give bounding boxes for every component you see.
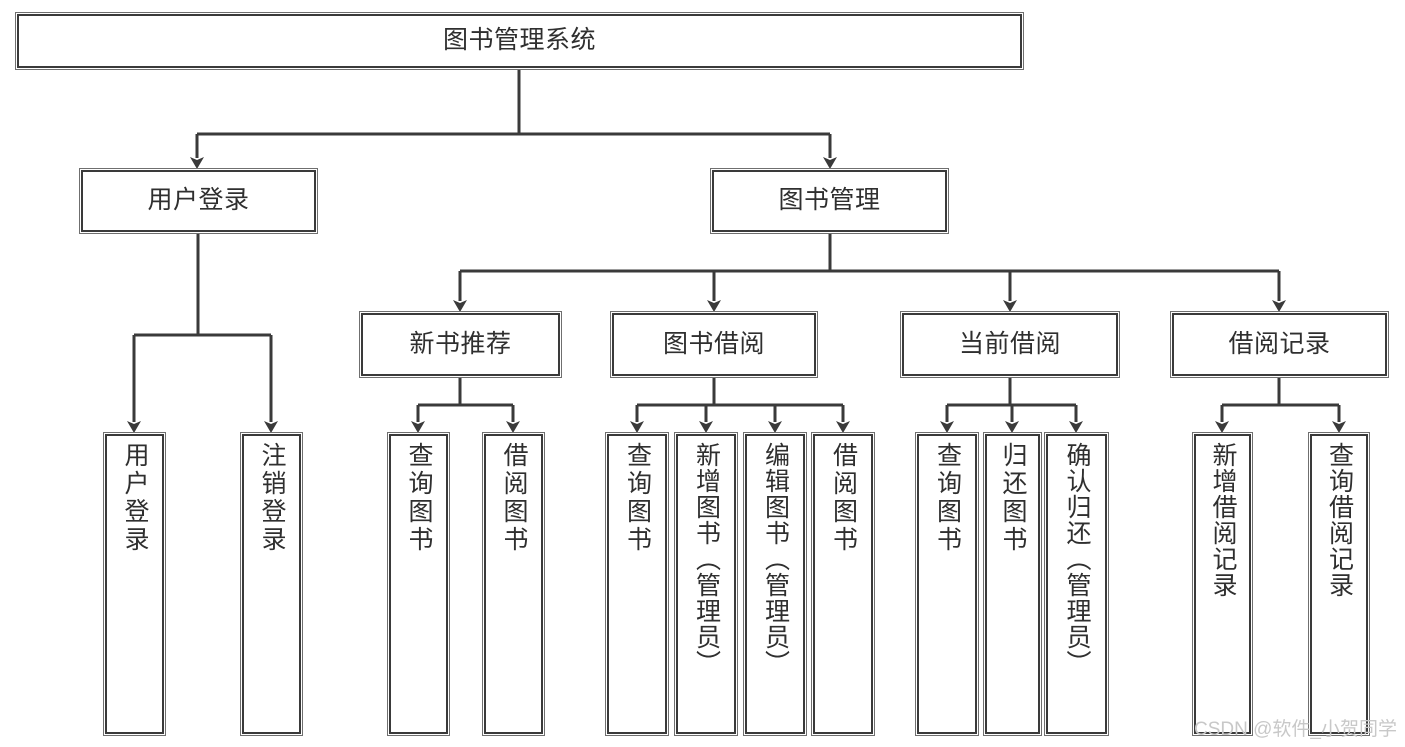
node-label: 查询借阅记录 [1325,442,1354,598]
node-label: 新增借阅记录 [1209,442,1237,598]
node-label: 图书借阅 [662,329,765,358]
node-borrowing-record[interactable]: 借阅记录 [1172,313,1387,376]
node-label: 新书推荐 [409,329,512,358]
node-new-book-recommendation[interactable]: 新书推荐 [361,313,560,376]
node-label: 归还图书 [999,442,1027,554]
leaf-query-books-current[interactable]: 查询图书 [917,434,977,734]
leaf-edit-book-admin[interactable]: 编辑图书（管理员） [745,434,805,734]
node-current-borrowing[interactable]: 当前借阅 [902,313,1118,376]
leaf-query-books-borrow[interactable]: 查询图书 [607,434,667,734]
node-label: 用户登录 [121,442,149,554]
node-label: 图书管理系统 [442,26,596,55]
node-label: 借阅图书 [829,442,858,554]
leaf-borrow-books[interactable]: 借阅图书 [813,434,873,734]
node-label: 编辑图书（管理员） [761,442,790,676]
node-label: 确认归还（管理员） [1063,442,1091,676]
node-label: 借阅记录 [1228,329,1331,358]
node-root-book-management-system[interactable]: 图书管理系统 [17,14,1022,68]
leaf-query-borrow-record[interactable]: 查询借阅记录 [1310,434,1368,734]
leaf-borrow-books-recommend[interactable]: 借阅图书 [484,434,543,734]
leaf-return-books[interactable]: 归还图书 [985,434,1040,734]
node-book-management[interactable]: 图书管理 [712,170,947,232]
node-user-login[interactable]: 用户登录 [81,170,316,232]
leaf-user-login[interactable]: 用户登录 [105,434,164,734]
watermark-csdn: CSDN @软件_小贺同学 [1194,719,1397,740]
node-book-borrowing[interactable]: 图书借阅 [612,313,816,376]
node-label: 借阅图书 [500,442,528,554]
leaf-add-borrow-record[interactable]: 新增借阅记录 [1194,434,1251,734]
node-label: 查询图书 [623,442,652,554]
leaf-logout[interactable]: 注销登录 [242,434,301,734]
leaf-confirm-return-admin[interactable]: 确认归还（管理员） [1046,434,1107,734]
node-label: 查询图书 [405,442,433,554]
node-label: 新增图书（管理员） [692,442,721,676]
leaf-query-books-recommend[interactable]: 查询图书 [389,434,448,734]
leaf-add-book-admin[interactable]: 新增图书（管理员） [676,434,736,734]
node-label: 查询图书 [933,442,962,554]
node-label: 图书管理 [778,186,881,215]
node-label: 注销登录 [258,442,286,554]
node-label: 当前借阅 [958,329,1061,358]
node-label: 用户登录 [147,186,250,215]
